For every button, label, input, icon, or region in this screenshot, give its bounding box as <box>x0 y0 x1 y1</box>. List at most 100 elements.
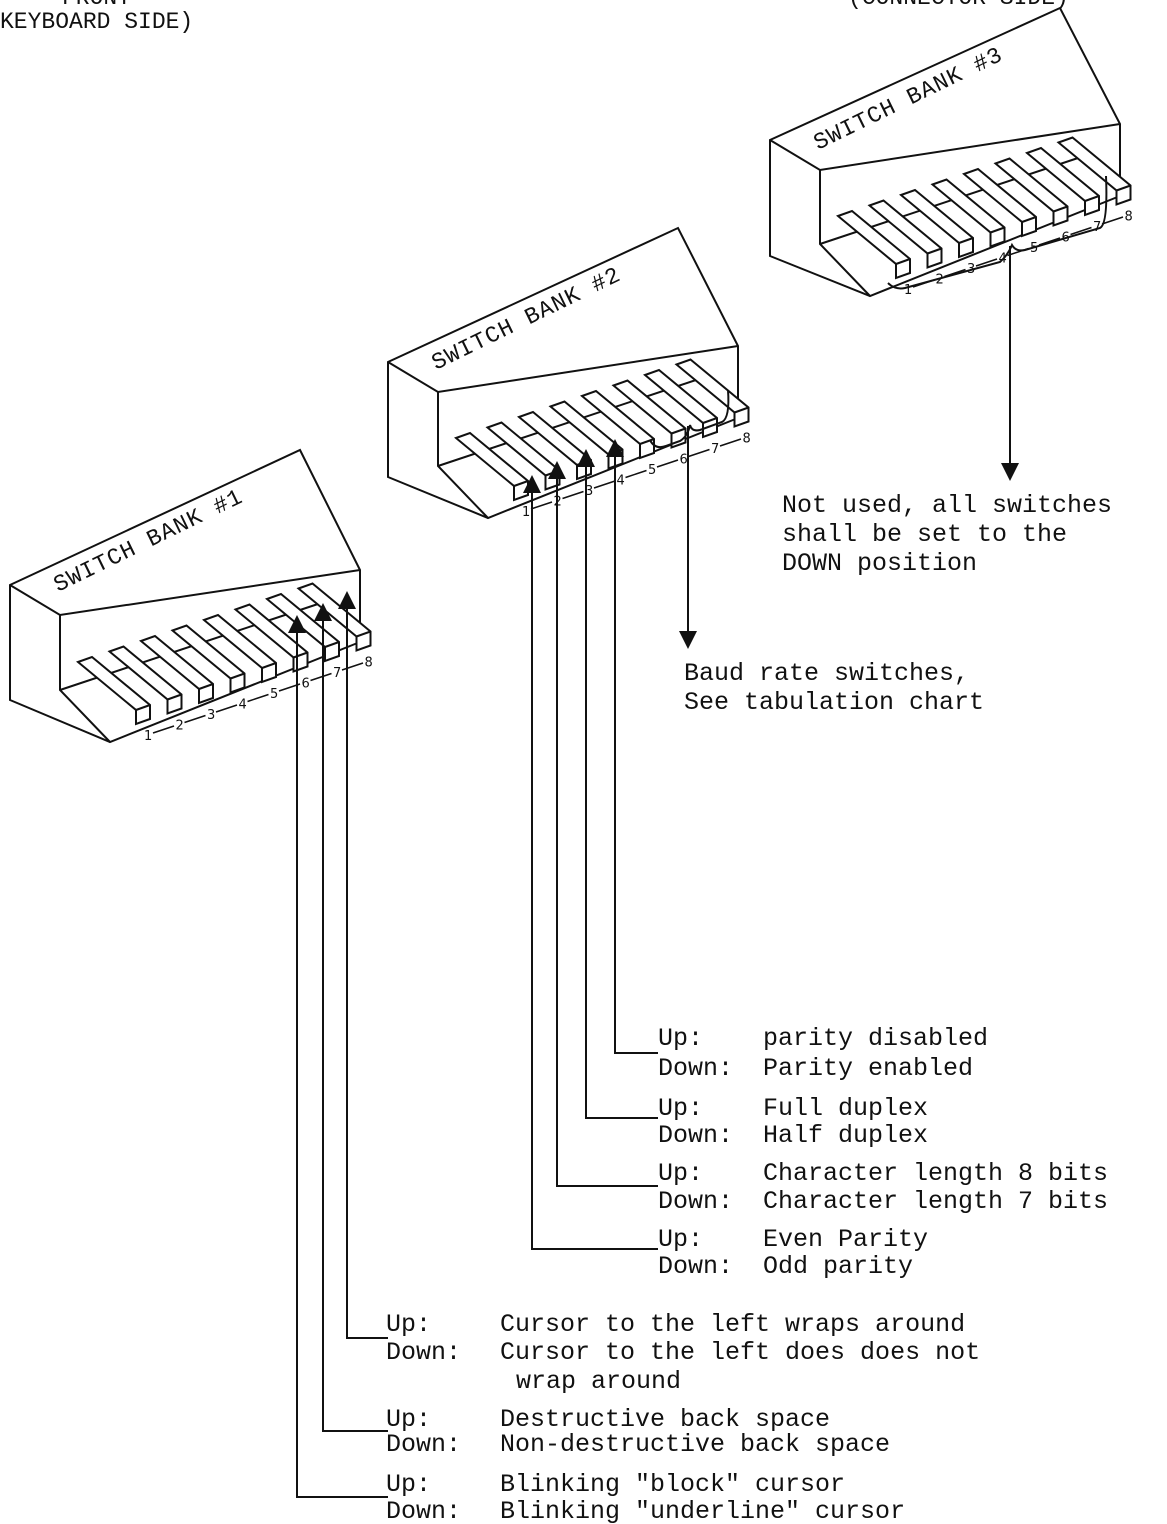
rocker-switch-edge <box>198 683 214 690</box>
bank-2-settings: Up: parity disabled Down: Parity enabled… <box>658 1024 1108 1281</box>
switch-number-separator <box>152 725 175 734</box>
rocker-switch-edge <box>958 237 974 244</box>
switch-number-separator <box>593 480 616 489</box>
rocker-switch-edge <box>293 651 308 659</box>
rocker-switch-edge <box>1021 216 1037 223</box>
switch-number-separator <box>341 662 364 671</box>
baud-note: Baud rate switches, See tabulation chart <box>684 659 984 717</box>
switch-number: 7 <box>711 442 719 457</box>
bank-3-note: Not used, all switches shall be set to t… <box>782 491 1112 578</box>
switch-number: 8 <box>743 432 751 447</box>
baud-note-line1: Baud rate switches, <box>684 659 969 688</box>
setting-up-key: Up: <box>386 1470 431 1499</box>
switch-number: 8 <box>1125 210 1133 225</box>
switch-number-separator <box>719 438 742 447</box>
setting-up-key: Up: <box>658 1225 703 1254</box>
setting-up-text: Cursor to the left wraps around <box>500 1310 965 1339</box>
rocker-switch-edge <box>927 247 942 255</box>
switch-number-separator <box>975 258 998 267</box>
switch-number: 5 <box>270 687 278 702</box>
switch-number: 4 <box>239 698 247 713</box>
switch-number: 5 <box>648 463 656 478</box>
setting-down-key: Down: <box>658 1252 733 1281</box>
switch-number: 1 <box>522 505 530 520</box>
setting-down-key: Down: <box>658 1054 733 1083</box>
switch-number: 8 <box>365 656 373 671</box>
switch-number: 4 <box>617 474 625 489</box>
setting-up-text: Blinking "block" cursor <box>500 1470 845 1499</box>
rocker-switch-edge <box>1053 205 1068 213</box>
bank-2-leaders <box>523 439 658 1250</box>
setting-down-continuation: wrap around <box>516 1367 681 1396</box>
switch-number-separator <box>688 448 710 458</box>
switch-number: 5 <box>1030 241 1038 256</box>
switch-number: 2 <box>936 273 944 288</box>
setting-down-text: Half duplex <box>763 1121 928 1150</box>
bank-3-callout <box>887 175 1108 481</box>
switch-number-separator <box>310 672 332 682</box>
setting-up-key: Up: <box>658 1094 703 1123</box>
front-label-line2: KEYBOARD SIDE) <box>0 9 193 35</box>
setting-up-text: parity disabled <box>763 1024 988 1053</box>
front-label-line1: FRONT <box>62 0 131 11</box>
switch-number: 2 <box>176 719 184 734</box>
setting-down-text: Parity enabled <box>763 1054 973 1083</box>
switch-number-separator <box>1070 226 1092 236</box>
rocker-switch-edge <box>671 427 686 435</box>
switch-number-separator <box>530 501 553 510</box>
switch-number-separator <box>215 704 238 713</box>
bank-1-leaders <box>288 591 388 1498</box>
rocker-switch-edge <box>167 693 182 701</box>
rear-label: (CONNECTOR SIDE) <box>848 0 1069 11</box>
switch-number: 7 <box>333 666 341 681</box>
rocker-switch-edge <box>261 662 277 669</box>
bank-2-switch-3-setting: Up: Full duplex Down: Half duplex <box>658 1094 928 1150</box>
setting-up-text: Destructive back space <box>500 1405 830 1434</box>
rocker-switch-edge <box>135 704 151 711</box>
setting-down-text: Cursor to the left does does not <box>500 1338 980 1367</box>
switch-number: 3 <box>585 484 593 499</box>
rocker-switch-edge <box>639 438 655 445</box>
switch-number-separator <box>625 469 647 479</box>
rocker-switch-edge <box>702 417 718 424</box>
switch-number-separator <box>1101 216 1124 225</box>
switch-number: 3 <box>207 708 215 723</box>
setting-down-key: Down: <box>658 1187 733 1216</box>
rocker-switch-edge <box>895 258 911 265</box>
setting-up-key: Up: <box>386 1310 431 1339</box>
switch-number: 6 <box>302 677 310 692</box>
setting-up-key: Up: <box>386 1405 431 1434</box>
bank-2-switch-2-setting: Up: Character length 8 bits Down: Charac… <box>658 1159 1108 1216</box>
setting-down-key: Down: <box>386 1338 461 1367</box>
setting-up-key: Up: <box>658 1159 703 1188</box>
rocker-switch-edge <box>734 406 749 414</box>
setting-down-text: Blinking "underline" cursor <box>500 1497 905 1524</box>
rocker-switch-edge <box>1084 195 1100 202</box>
bank-1-switch-6-setting: Up: Blinking "block" cursor Down: Blinki… <box>386 1470 905 1524</box>
bank-1-settings: Up: Cursor to the left wraps around Down… <box>386 1310 980 1524</box>
switch-number: 1 <box>904 283 912 298</box>
switch-number: 1 <box>144 729 152 744</box>
bank-2-switch-1-setting: Up: Even Parity Down: Odd parity <box>658 1225 928 1281</box>
switch-number: 6 <box>680 453 688 468</box>
setting-up-key: Up: <box>658 1024 703 1053</box>
setting-up-text: Character length 8 bits <box>763 1159 1108 1188</box>
bank-3-note-line2: shall be set to the <box>782 520 1067 549</box>
setting-up-text: Even Parity <box>763 1225 928 1254</box>
bank-1-switch-7-setting: Up: Destructive back space Down: Non-des… <box>386 1405 890 1459</box>
switch-number-separator <box>562 490 584 500</box>
setting-down-text: Character length 7 bits <box>763 1187 1108 1216</box>
bank-3-note-line3: DOWN position <box>782 549 977 578</box>
bank-2-switch-4-setting: Up: parity disabled Down: Parity enabled <box>658 1024 988 1083</box>
setting-down-key: Down: <box>658 1121 733 1150</box>
rocker-switch-edge <box>324 641 340 648</box>
rocker-switch-edge <box>230 672 245 680</box>
rocker-switch-edge <box>356 630 371 638</box>
bank-1-switch-8-setting: Up: Cursor to the left wraps around Down… <box>386 1310 980 1396</box>
